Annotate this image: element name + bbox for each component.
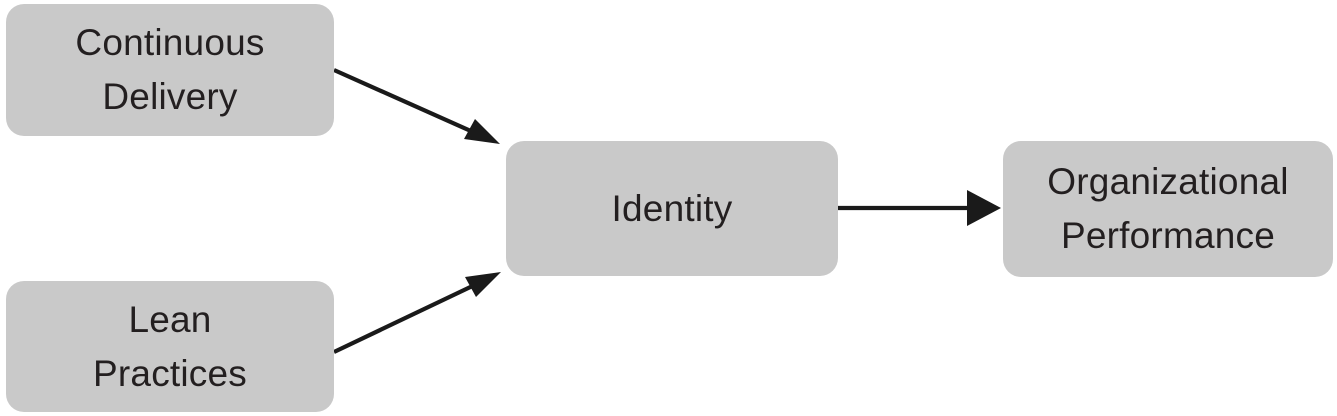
node-lean-practices[interactable]: Lean Practices <box>6 281 334 412</box>
edge-continuous-delivery-to-identity <box>333 68 500 144</box>
edge-line <box>333 279 484 354</box>
node-label: Identity <box>611 187 733 229</box>
arrowhead-icon <box>464 119 500 144</box>
edge-line <box>333 68 483 138</box>
edge-identity-to-organizational-performance <box>838 190 1001 226</box>
node-organizational-performance[interactable]: Organizational Performance <box>1003 141 1333 277</box>
node-label: Organizational Performance <box>1047 161 1289 256</box>
arrowhead-icon <box>967 190 1001 226</box>
edge-lean-practices-to-identity <box>333 272 501 354</box>
node-continuous-delivery[interactable]: Continuous Delivery <box>6 4 334 136</box>
node-identity[interactable]: Identity <box>506 141 838 276</box>
node-label: Continuous Delivery <box>75 22 265 117</box>
node-label: Lean Practices <box>93 298 247 394</box>
arrowhead-icon <box>465 272 501 297</box>
